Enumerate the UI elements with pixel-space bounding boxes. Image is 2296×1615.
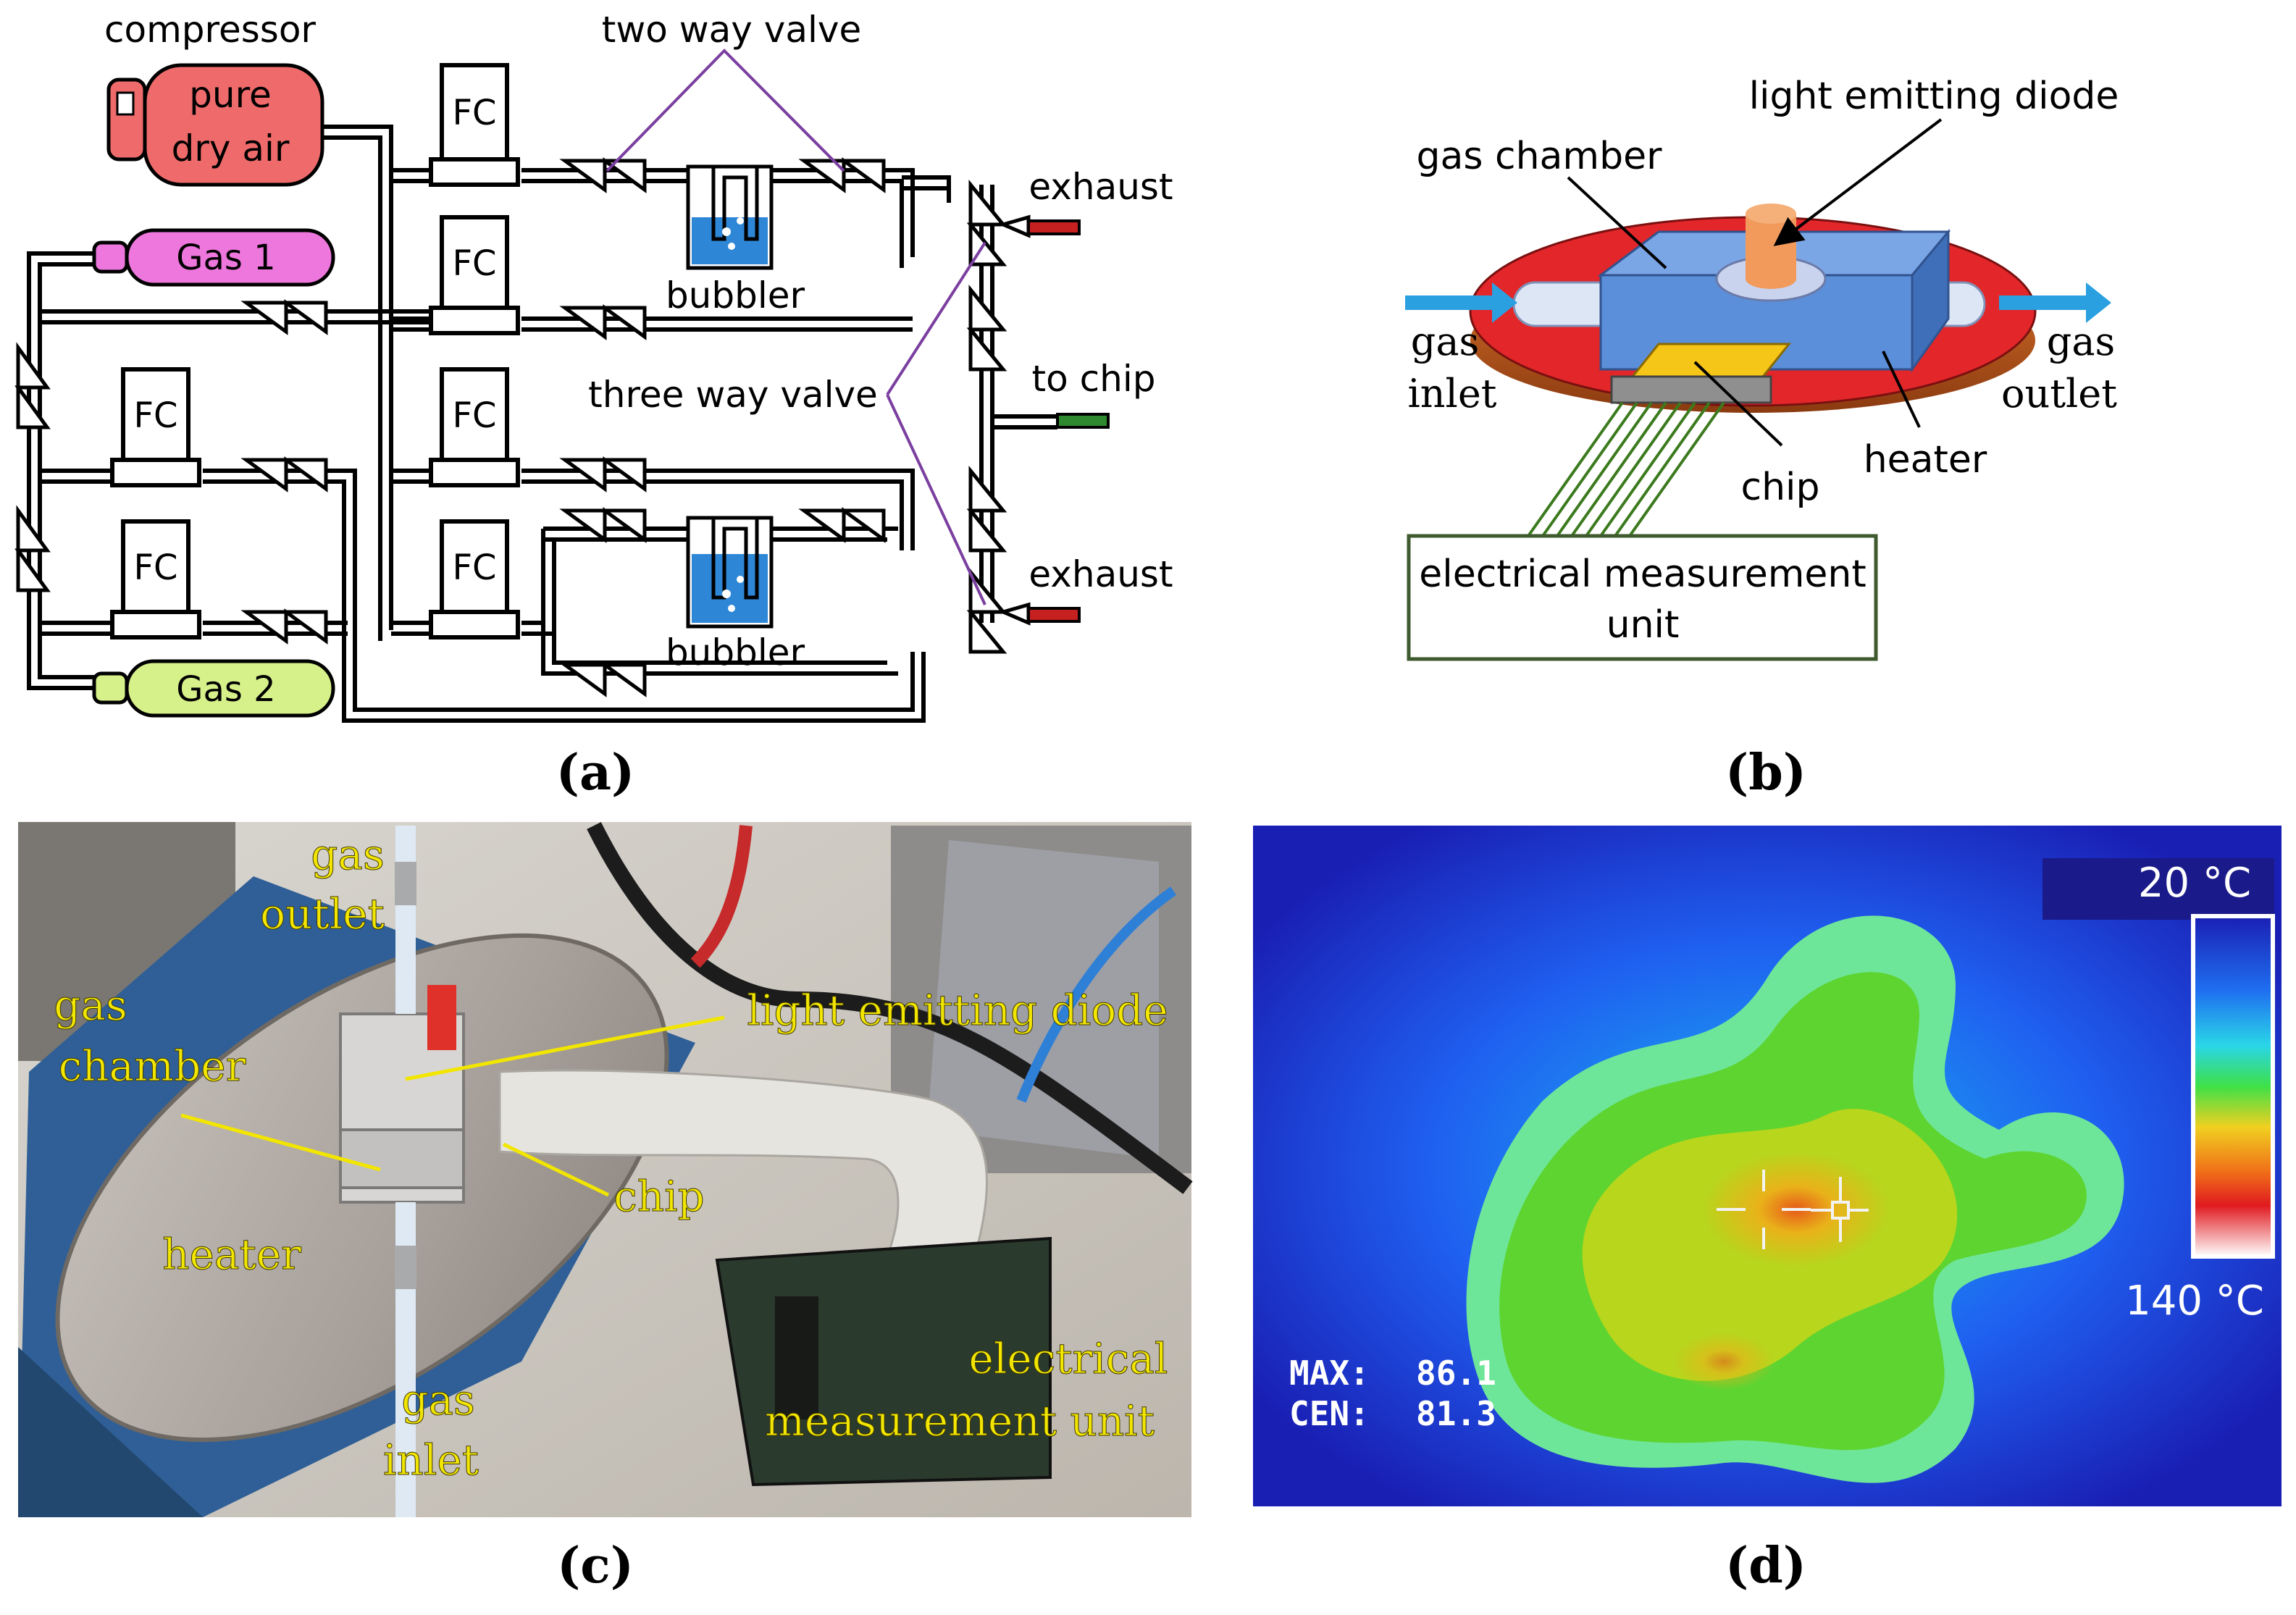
flow-controller: FC (429, 519, 520, 639)
two-way-valve (240, 608, 328, 645)
photo-heater-label: heater (162, 1230, 301, 1279)
gas2-label: Gas 2 (176, 669, 275, 710)
exhaust-label-top: exhaust (1028, 166, 1173, 208)
photo-led-label: light emitting diode (747, 986, 1168, 1035)
two-way-valve (559, 456, 647, 492)
cen-value: 81.3 (1416, 1394, 1496, 1433)
two-way-valve (559, 304, 647, 340)
chip-connector (1610, 375, 1772, 404)
chip-wires (1527, 401, 1725, 537)
max-label: MAX: (1289, 1354, 1370, 1393)
three-way-valve-label: three way valve (588, 374, 878, 416)
exhaust-outlet-bottom (1027, 607, 1081, 623)
gas-inlet-label-line2: inlet (1408, 371, 1497, 416)
three-way-valve (966, 179, 1007, 267)
max-value: 86.1 (1416, 1354, 1496, 1393)
panel-b-caption: (b) (1725, 744, 1806, 802)
fc-label: FC (133, 395, 177, 436)
panel-c-caption: (c) (557, 1537, 634, 1595)
gas-chamber-block (1597, 228, 1951, 373)
flow-controller: FC (110, 519, 201, 639)
fc-label: FC (452, 243, 496, 284)
flow-controller: FC (429, 215, 520, 335)
two-way-valve (14, 342, 51, 429)
two-way-valve (798, 157, 886, 193)
chip-label: chip (1740, 466, 1819, 509)
callout-lines (606, 49, 986, 605)
two-way-valve (559, 507, 647, 543)
flow-controller: FC (110, 367, 201, 487)
gas-inlet-arrow (1405, 282, 1517, 323)
bubbler-label: bubbler (666, 632, 805, 674)
gas-outlet-arrow (1999, 282, 2111, 323)
color-scale-bar (2191, 914, 2275, 1259)
gas-chamber-label: gas chamber (1417, 135, 1663, 178)
gas1-label: Gas 1 (176, 238, 275, 278)
cen-label: CEN: (1289, 1394, 1370, 1433)
leader-lines (1567, 118, 1943, 447)
three-way-valve (966, 284, 1007, 372)
exhaust-outlet-top (1027, 219, 1081, 235)
panel-d-caption: (d) (1725, 1537, 1806, 1595)
tank-label-line2: dry air (172, 127, 290, 169)
photo-leader-lines (180, 1015, 725, 1197)
to-chip-outlet (1056, 413, 1110, 429)
photo-gas-outlet-line2: outlet (260, 889, 385, 939)
gas2-cylinder (92, 659, 335, 718)
tank-label-line1: pure (189, 74, 272, 116)
two-way-valve (240, 299, 328, 335)
scale-top-box (2042, 858, 2274, 920)
compressor-label: compressor (104, 9, 316, 51)
heater-label: heater (1864, 438, 1987, 482)
scale-top-label: 20 °C (2138, 860, 2251, 907)
emu-label-line1: electrical measurement (1419, 553, 1866, 596)
flow-controller: FC (429, 63, 520, 187)
emu-box (1407, 534, 1878, 661)
bubbler-label: bubbler (666, 274, 805, 316)
emu-label-line2: unit (1606, 603, 1680, 647)
photo-emu-line2: measurement unit (765, 1396, 1155, 1446)
panel-d-thermal-image: 20 °C 140 °C MAX: 86.1 CEN: 81.3 (d) (1253, 826, 2282, 1595)
photo-gas-outlet-line1: gas (311, 830, 384, 879)
gas-outlet-label-line1: gas (2047, 319, 2115, 364)
photo-gas-chamber-line2: chamber (59, 1041, 246, 1091)
to-chip-label: to chip (1032, 358, 1156, 400)
fc-label: FC (133, 548, 177, 588)
two-way-valve-label: two way valve (602, 9, 861, 51)
photo-chip-label: chip (613, 1172, 705, 1221)
panel-c-setup-photo: gas outlet gas chamber light emitting di… (18, 822, 1193, 1595)
exhaust-label-bottom: exhaust (1028, 553, 1173, 595)
gas-outlet-label-line2: outlet (2001, 371, 2117, 416)
two-way-valve (798, 507, 886, 543)
two-way-valve (14, 505, 51, 592)
two-way-valves (14, 157, 886, 697)
bubbler-top (686, 164, 774, 270)
panel-b-gas-chamber-schematic: electrical measurement unit light emitti… (1405, 75, 2119, 802)
gas-inlet-label-line1: gas (1411, 319, 1479, 364)
fc-label: FC (452, 93, 496, 133)
panel-a-gas-mixing-setup: compressor pure dry air Gas 1 Gas 2 FC F… (14, 9, 1173, 802)
two-way-valve (559, 661, 647, 697)
compressor-tank (106, 63, 324, 187)
bubbler-bottom (686, 516, 774, 629)
photo-gas-inlet-line2: inlet (383, 1435, 479, 1485)
fc-label: FC (452, 395, 496, 436)
gas1-cylinder (92, 228, 335, 287)
two-way-valve (240, 456, 328, 492)
fc-label: FC (452, 548, 496, 588)
three-way-valve (966, 465, 1007, 553)
crosshair (1717, 1170, 1869, 1249)
photo-gas-inlet-line1: gas (401, 1375, 474, 1425)
panel-a-caption: (a) (556, 744, 634, 802)
photo-gas-chamber-line1: gas (54, 981, 127, 1030)
flow-controller: FC (429, 367, 520, 487)
scale-bottom-label: 140 °C (2125, 1278, 2264, 1325)
led-label: light emitting diode (1749, 75, 2119, 118)
photo-emu-line1: electrical (969, 1334, 1168, 1383)
led-component (1715, 204, 1827, 302)
two-way-valve (559, 157, 647, 193)
